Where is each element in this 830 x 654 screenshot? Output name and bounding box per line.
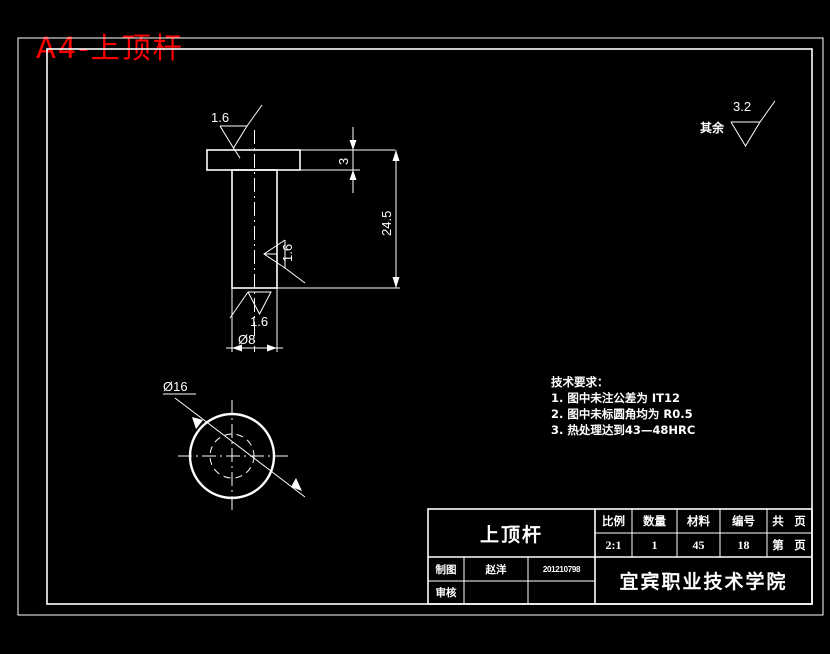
arrow-overall-bottom — [392, 277, 400, 288]
title-block-value-page-suffix: 页 — [794, 538, 806, 552]
arrow-flange-bottom — [349, 170, 357, 180]
arrow-flange-top — [349, 140, 357, 150]
title-block-header-scale: 比例 — [602, 514, 625, 528]
title-block-value-scale: 2:1 — [605, 537, 622, 552]
title-block-value-quantity: 1 — [651, 537, 658, 552]
surface-symbol-triangle-bottom — [247, 291, 272, 316]
title-block-school-name: 宜宾职业技术学院 — [619, 571, 788, 593]
general-surface-value: 3.2 — [733, 99, 752, 114]
dim-value-shaft-diameter: Ø8 — [238, 332, 255, 347]
leader-line-flange-diameter — [174, 397, 306, 498]
dim-value-overall-length: 24.5 — [379, 211, 394, 236]
title-block-header-total-suffix: 页 — [794, 514, 806, 528]
surface-symbol-tail-bottom — [229, 291, 249, 319]
title-block-role-drawer: 制图 — [435, 563, 457, 576]
leader-arrow-lower — [291, 478, 302, 491]
title-block-value-number: 18 — [737, 537, 750, 552]
surface-symbol-tail-mid — [284, 267, 306, 284]
flange-head-outline — [206, 149, 301, 171]
surface-symbol-triangle-top — [219, 125, 248, 149]
tech-requirement-item-2: 2. 图中未标圆角均为 R0.5 — [551, 407, 693, 421]
tech-requirement-item-1: 1. 图中未注公差为 IT12 — [551, 391, 681, 405]
surface-symbol-triangle-mid — [263, 239, 286, 269]
general-surface-symbol-tail — [759, 100, 776, 123]
surface-finish-value-bottom: 1.6 — [250, 314, 268, 329]
arrow-overall-top — [392, 150, 400, 161]
title-block-id-checker — [528, 581, 595, 604]
title-block-value-page-prefix: 第 — [772, 538, 784, 552]
surface-symbol-tail-top — [246, 104, 263, 127]
title-block-part-name: 上顶杆 — [479, 523, 543, 546]
title-block-id-drawer: 201210798 — [542, 564, 581, 574]
dim-value-flange-thickness: 3 — [336, 158, 351, 165]
title-block-value-material: 45 — [692, 537, 705, 552]
surface-symbol-leader-top — [233, 147, 241, 159]
general-surface-symbol-triangle — [730, 121, 761, 147]
title-block-header-number: 编号 — [732, 514, 755, 528]
title-block-person-drawer: 赵洋 — [485, 563, 507, 576]
tech-requirements-heading: 技术要求： — [551, 375, 609, 389]
title-block-person-checker — [464, 581, 528, 604]
arrow-shaft-left — [232, 344, 242, 352]
general-surface-prefix-label: 其余 — [700, 121, 725, 135]
title-block-header-material: 材料 — [687, 514, 710, 528]
tech-requirement-item-3: 3. 热处理达到43—48HRC — [551, 423, 696, 437]
dim-value-flange-diameter: Ø16 — [163, 379, 188, 394]
title-block-header-quantity: 数量 — [643, 514, 666, 528]
surface-finish-value-top: 1.6 — [211, 110, 229, 125]
title-block-role-checker: 审核 — [435, 587, 457, 599]
surface-finish-value-mid: 1.6 — [280, 244, 295, 262]
title-block-header-total-prefix: 共 — [772, 514, 784, 528]
leader-arrow-upper — [192, 417, 203, 429]
outer-sheet-border — [17, 37, 824, 616]
technical-requirements-block: 技术要求： 1. 图中未注公差为 IT12 2. 图中未标圆角均为 R0.5 3… — [551, 374, 695, 438]
arrow-shaft-right — [267, 344, 277, 352]
